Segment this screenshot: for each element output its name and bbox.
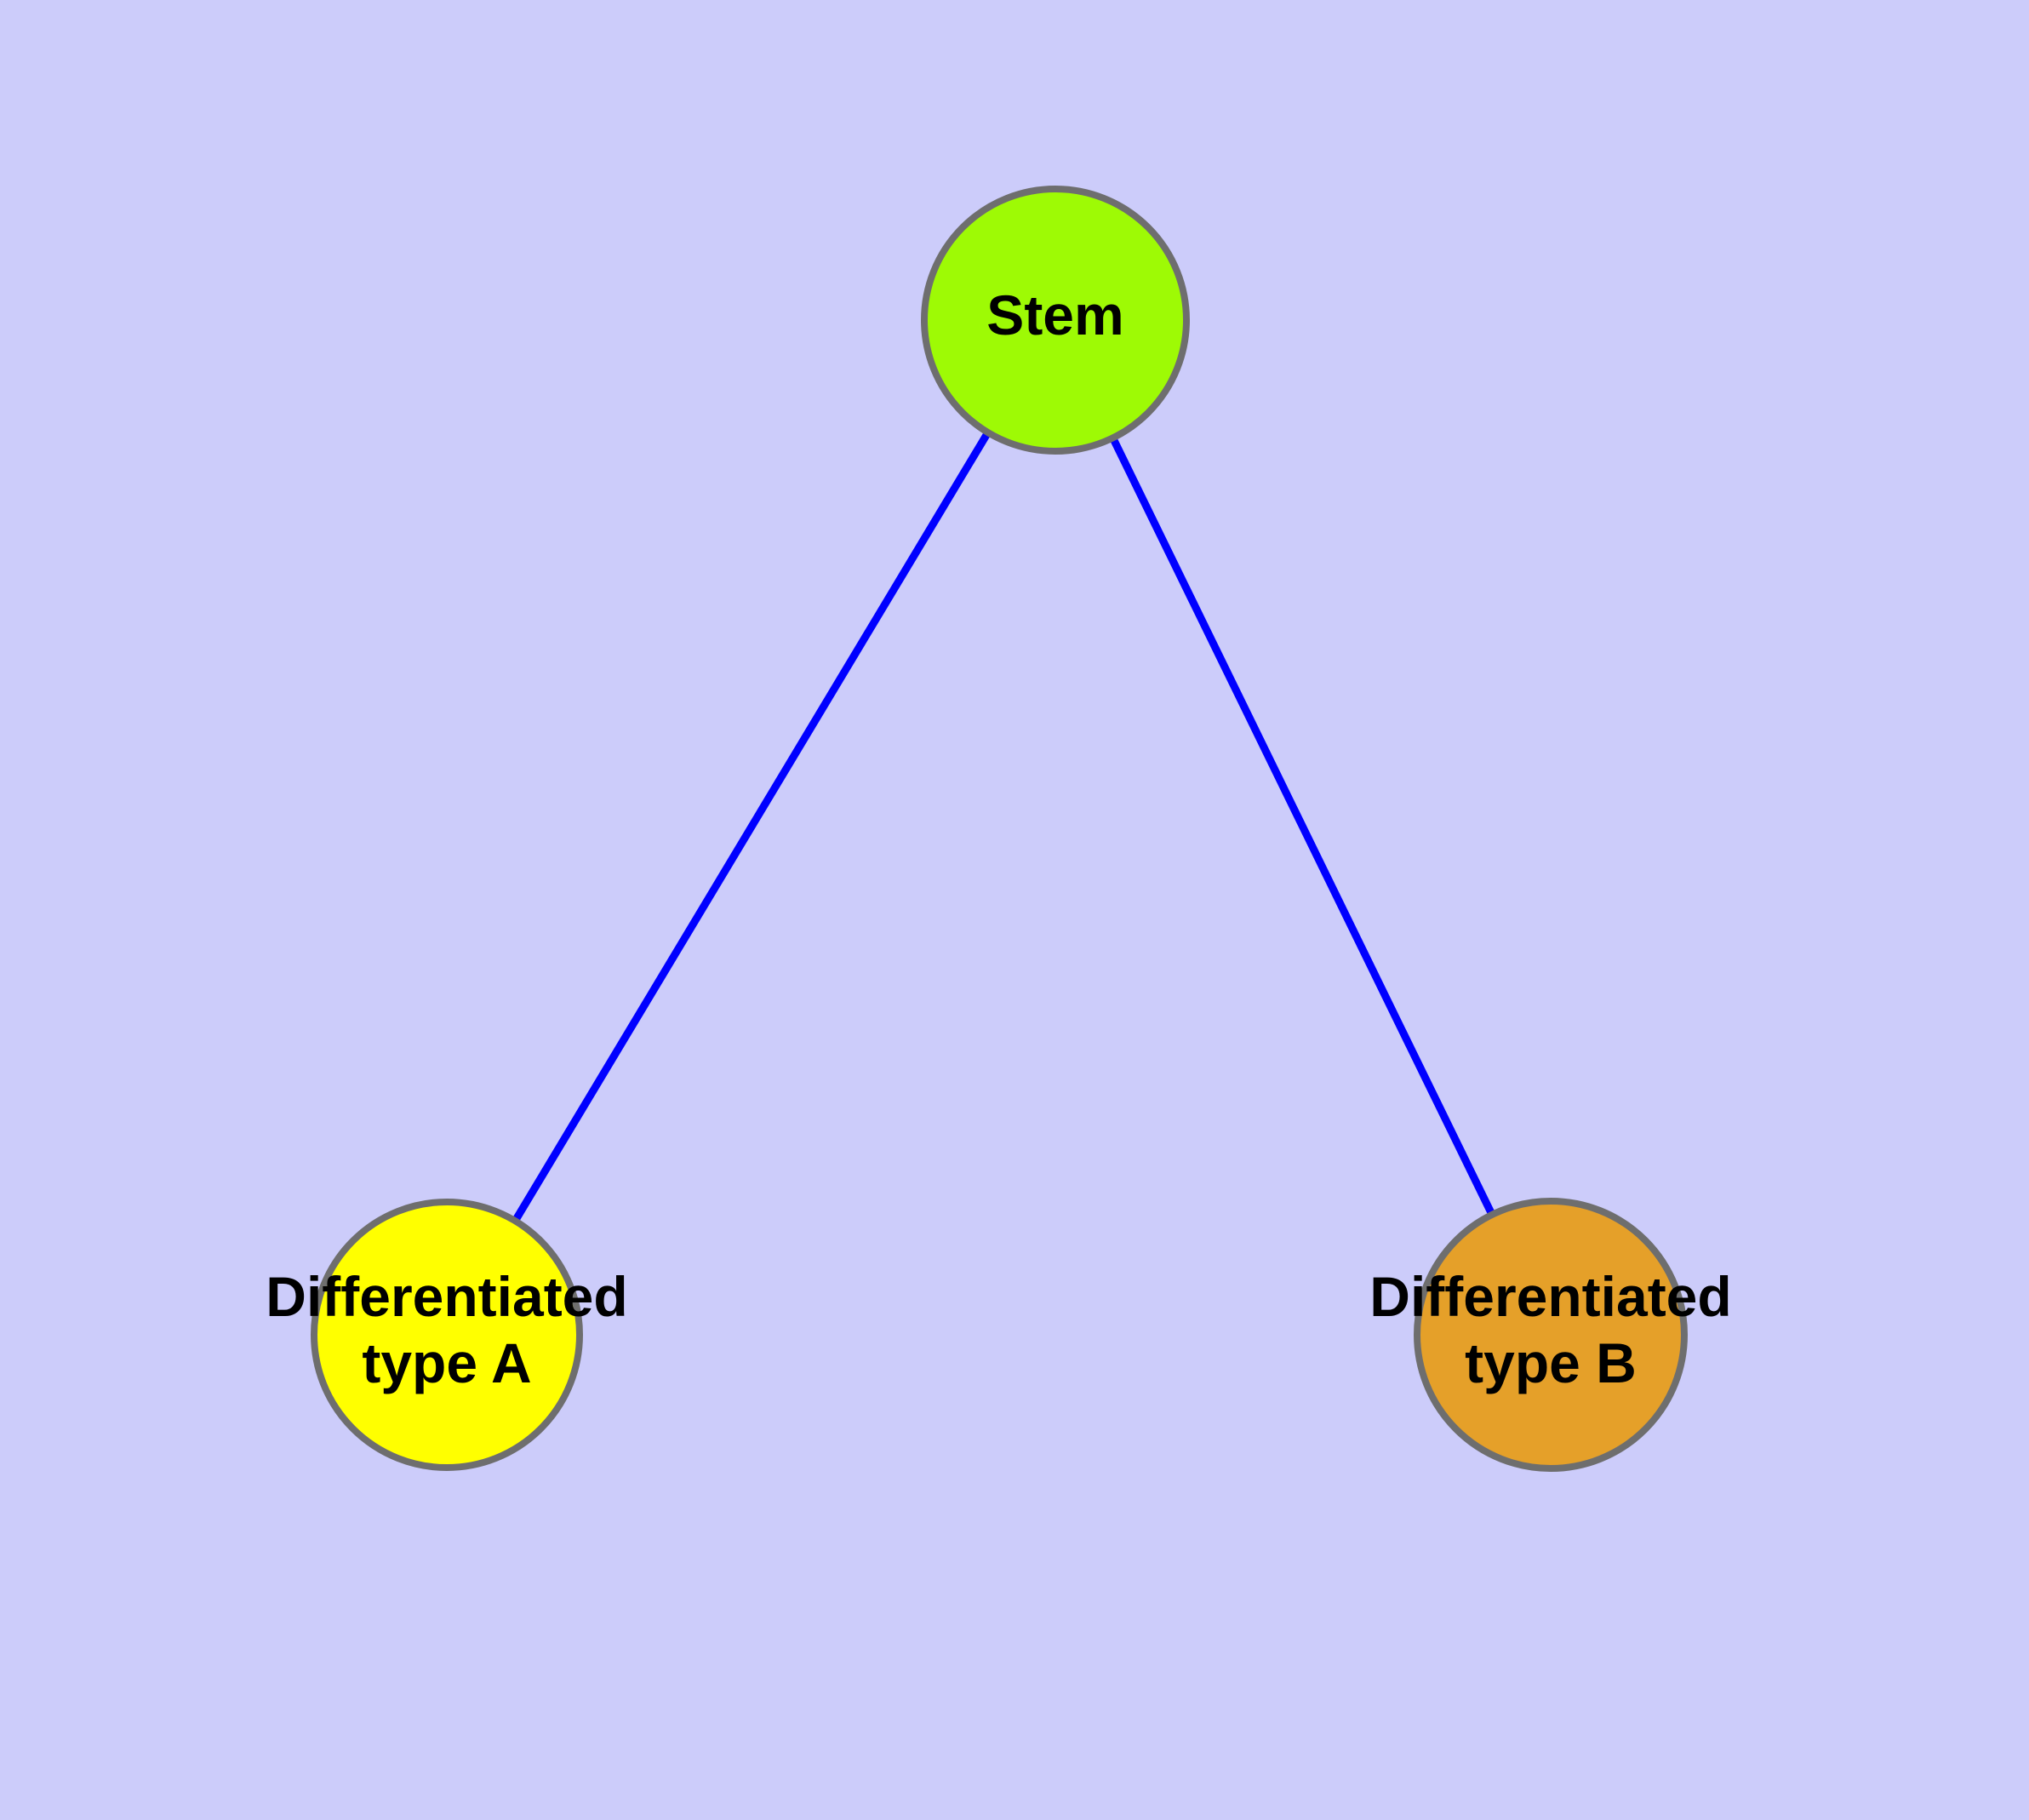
graph-node-stem[interactable]: Stem bbox=[921, 186, 1190, 455]
graph-edge-stem-to-b[interactable] bbox=[1051, 318, 1555, 1336]
node-label-line: Differentiated bbox=[1369, 1265, 1731, 1328]
node-label-line: Differentiated bbox=[266, 1265, 627, 1328]
node-label-stem: Stem bbox=[986, 283, 1123, 346]
node-circle-diff_b[interactable] bbox=[1414, 1198, 1688, 1472]
node-circle-stem[interactable] bbox=[921, 186, 1190, 455]
node-label-line: type B bbox=[1465, 1331, 1637, 1394]
node-label-line: Stem bbox=[986, 283, 1123, 346]
graph-edge-stem-to-a[interactable] bbox=[443, 318, 1059, 1337]
node-label-line: type A bbox=[362, 1331, 531, 1394]
edge-layer bbox=[443, 318, 1555, 1337]
node-circle-diff_a[interactable] bbox=[311, 1199, 583, 1471]
